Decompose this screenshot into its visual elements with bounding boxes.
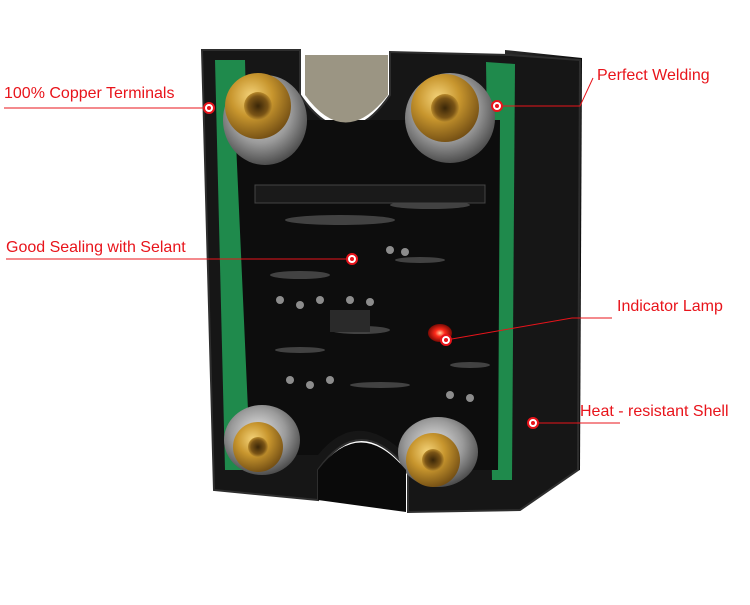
- terminal-bottom-left: [233, 422, 283, 472]
- callout-lines: [4, 77, 620, 424]
- terminal-bottom-right: [406, 433, 460, 487]
- sealant-highlights: [270, 201, 490, 388]
- bottom-cutout: [318, 442, 406, 512]
- component-strip: [254, 184, 486, 204]
- callout-copper-terminals: 100% Copper Terminals: [4, 85, 175, 102]
- terminal-top-left: [225, 73, 291, 139]
- callout-heat-resistant-shell: Heat - resistant Shell: [580, 403, 729, 420]
- callout-good-sealing: Good Sealing with Selant: [6, 239, 186, 256]
- component-block: [330, 310, 370, 332]
- solder-dots: [276, 246, 474, 402]
- callout-dots: [203, 100, 539, 429]
- terminal-top-right: [411, 74, 479, 142]
- callout-indicator-lamp: Indicator Lamp: [617, 298, 723, 315]
- top-cutout-floor: [305, 55, 388, 123]
- callout-perfect-welding: Perfect Welding: [597, 67, 710, 84]
